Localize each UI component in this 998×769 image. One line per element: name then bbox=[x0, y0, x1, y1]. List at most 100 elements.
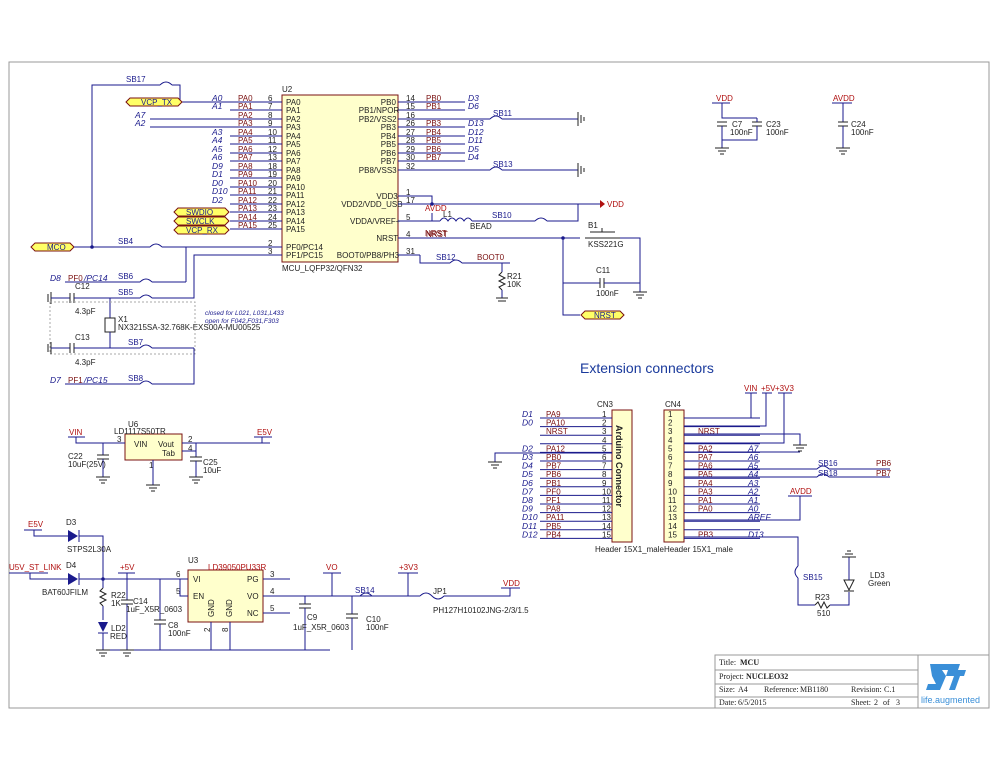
u2-pin-num: 9 bbox=[268, 119, 273, 128]
nrst-port-label: NRST bbox=[594, 311, 616, 320]
u2-pin-num: 1 bbox=[406, 188, 411, 197]
tb-date: 6/5/2015 bbox=[738, 698, 766, 707]
cn3-pin-io: D10 bbox=[522, 512, 538, 522]
u2-pin-num: 14 bbox=[406, 94, 415, 103]
tb-project-label: Project: bbox=[719, 672, 744, 681]
u2-pin-io: A2 bbox=[134, 118, 146, 128]
r23-ref: R23 bbox=[815, 593, 830, 602]
d3-part: STPS2L30A bbox=[67, 545, 112, 554]
u2-pin-net: PB7 bbox=[426, 153, 442, 162]
u2-pin-net: PA10 bbox=[238, 179, 258, 188]
c10-val: 100nF bbox=[366, 623, 389, 632]
u3-num8: 8 bbox=[221, 627, 230, 632]
u2-pin-num: 2 bbox=[268, 239, 273, 248]
sb13-label: SB13 bbox=[493, 160, 513, 169]
swclk-port bbox=[173, 216, 230, 226]
u2-pin-name-pb7: PB7 bbox=[381, 157, 397, 166]
cn3-pin-net: PB5 bbox=[546, 522, 562, 531]
u2-pin-name-pb8-vss3: PB8/VSS3 bbox=[359, 166, 397, 175]
u2-pin-name-pa1: PA1 bbox=[286, 106, 301, 115]
swclk-label: SWCLK bbox=[186, 217, 215, 226]
cn3-pin-num: 3 bbox=[602, 427, 607, 436]
b1-ref: B1 bbox=[588, 221, 598, 230]
tb-reference: MB1180 bbox=[800, 685, 828, 694]
cn3-pin-io: D12 bbox=[522, 529, 538, 539]
vcp-rx-port bbox=[173, 225, 230, 235]
tb-title-label: Title: bbox=[719, 658, 736, 667]
u2-pin-io: D3 bbox=[468, 93, 479, 103]
sb11-label: SB11 bbox=[493, 109, 513, 118]
cn4-pin-num: 1 bbox=[668, 410, 673, 419]
u2-pin-num: 22 bbox=[268, 196, 277, 205]
u2-pin-io: D9 bbox=[212, 161, 223, 171]
tb-size: A4 bbox=[738, 685, 748, 694]
u2-pin-num: 21 bbox=[268, 187, 277, 196]
u3-pin5l: 5 bbox=[176, 587, 181, 596]
l1-bead: BEAD bbox=[470, 222, 492, 231]
u6-part: LD1117S50TR bbox=[114, 427, 166, 436]
u2-pin-net: PA8 bbox=[238, 162, 253, 171]
u3-ref: U3 bbox=[188, 556, 199, 565]
sb18-label: SB18 bbox=[818, 469, 838, 478]
cn4-pin-net: PA3 bbox=[698, 487, 713, 496]
u2-pin-net: PA3 bbox=[238, 119, 253, 128]
cn3-pin-num: 12 bbox=[602, 505, 611, 514]
cn4-vin: VIN bbox=[744, 384, 758, 393]
cn3-pin-num: 7 bbox=[602, 462, 607, 471]
u2-pin-name-vdd3: VDD3 bbox=[376, 192, 398, 201]
u2-pin-net: PB1 bbox=[426, 102, 442, 111]
u3-num2: 2 bbox=[203, 627, 212, 632]
u2-pin-io: D1 bbox=[212, 169, 223, 179]
c11-ref: C11 bbox=[596, 266, 611, 275]
u2-pin-name-pf0-pc14: PF0/PC14 bbox=[286, 243, 323, 252]
u2-pin-num: 18 bbox=[268, 162, 277, 171]
u2-pin-io: D0 bbox=[212, 178, 223, 188]
u2-pin-net: PA9 bbox=[238, 170, 253, 179]
x1-ref: X1 bbox=[118, 315, 128, 324]
cn3-pin-num: 4 bbox=[602, 436, 607, 445]
u3-regulator: U3 LD39050PU33R VI EN 6 5 PG VO NC 3 4 5… bbox=[9, 518, 529, 657]
u2-pin-net: PA5 bbox=[238, 136, 253, 145]
nrst-net-label: NRST bbox=[425, 229, 447, 238]
cn4-pin-net: PA5 bbox=[698, 470, 713, 479]
u2-pin-net: PA1 bbox=[238, 102, 253, 111]
d7-io: D7 bbox=[50, 375, 61, 385]
u2-pin-io: A7 bbox=[134, 110, 146, 120]
u3-vo: VO bbox=[247, 592, 259, 601]
u2-pin-io: D6 bbox=[468, 101, 479, 111]
u2-pin-name-pa2: PA2 bbox=[286, 115, 301, 124]
cn3-title: Arduino Connector bbox=[614, 425, 624, 507]
u3-pin3: 3 bbox=[270, 570, 275, 579]
cn4-pb6: PB6 bbox=[876, 459, 892, 468]
u2-pin-name-pa8: PA8 bbox=[286, 166, 301, 175]
u3-en: EN bbox=[193, 592, 204, 601]
swdio-port bbox=[173, 207, 230, 217]
cn3-pin-net: PF0 bbox=[546, 487, 561, 496]
x1-part: NX3215SA-32.768K-EXS00A-MU00525 bbox=[118, 323, 261, 332]
c23-val: 100nF bbox=[766, 128, 789, 137]
u2-pin-num: 31 bbox=[406, 247, 415, 256]
u3-pin4: 4 bbox=[270, 587, 275, 596]
cn3-pin-io: D8 bbox=[522, 495, 533, 505]
cn3-pin-num: 10 bbox=[602, 487, 611, 496]
c9-val: 1uF_X5R_0603 bbox=[293, 623, 350, 632]
u2-pin-net: PA2 bbox=[238, 111, 253, 120]
d4-ref: D4 bbox=[66, 561, 77, 570]
u2-pin-num: 29 bbox=[406, 145, 415, 154]
u3-gnd1: GND bbox=[207, 599, 216, 617]
avdd-net-label: AVDD bbox=[425, 204, 447, 213]
pf0-net: PF0 bbox=[68, 274, 83, 283]
c12-val: 4.3pF bbox=[75, 307, 96, 316]
cn4-pin-num: 10 bbox=[668, 487, 677, 496]
tb-revision-label: Revision: bbox=[851, 685, 882, 694]
cn4-pin-num: 12 bbox=[668, 505, 677, 514]
u2-pin-io: A4 bbox=[211, 135, 223, 145]
cn3-connector: CN3 Header 15X1_male Arduino Connector 1… bbox=[488, 400, 664, 554]
cn4-pin-io: A7 bbox=[747, 443, 759, 453]
u6-regulator: U6 LD1117S50TR VIN Vout Tab 3 2 4 1 VIN … bbox=[68, 420, 273, 492]
pc15-io: /PC15 bbox=[83, 375, 108, 385]
ld2-color: RED bbox=[110, 632, 127, 641]
u2-pin-name-pb6: PB6 bbox=[381, 149, 397, 158]
u2-pin-num: 17 bbox=[406, 196, 415, 205]
